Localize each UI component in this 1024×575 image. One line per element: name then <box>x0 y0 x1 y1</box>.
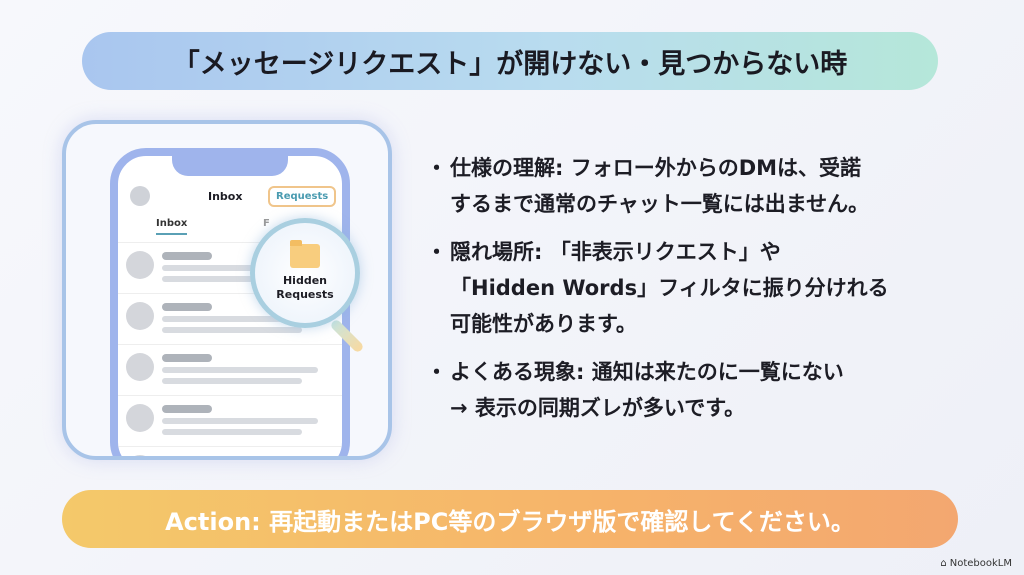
list-item <box>118 344 342 395</box>
tab-other: F <box>263 218 270 229</box>
slide-title: 「メッセージリクエスト」が開けない・見つからない時 <box>82 32 938 90</box>
action-banner: Action: 再起動またはPC等のブラウザ版で確認してください。 <box>62 490 958 548</box>
notebooklm-logo-icon: ⌂ <box>940 558 947 569</box>
bullet-spec: 仕様の理解: フォロー外からのDMは、受諾するまで通常のチャット一覧には出ません… <box>426 150 990 222</box>
bullet-common-issue: よくある現象: 通知は来たのに一覧にない→ 表示の同期ズレが多いです。 <box>426 354 990 426</box>
folder-icon <box>290 240 320 268</box>
list-item <box>118 242 342 293</box>
avatar <box>130 186 150 206</box>
phone-notch <box>172 156 288 176</box>
brand-watermark: ⌂NotebookLM <box>940 558 1012 569</box>
phone: Inbox Requests Inbox F <box>110 148 350 456</box>
bullet-list: 仕様の理解: フォロー外からのDMは、受諾するまで通常のチャット一覧には出ません… <box>426 150 990 438</box>
bullet-hidden-location: 隠れ場所: 「非表示リクエスト」や「Hidden Words」フィルタに振り分け… <box>426 234 990 342</box>
message-list <box>118 242 342 456</box>
inbox-header: Inbox <box>208 190 243 203</box>
list-item <box>118 395 342 446</box>
tab-inbox: Inbox <box>156 218 188 235</box>
list-item <box>118 293 342 344</box>
requests-button: Requests <box>268 186 337 207</box>
list-item <box>118 446 342 456</box>
